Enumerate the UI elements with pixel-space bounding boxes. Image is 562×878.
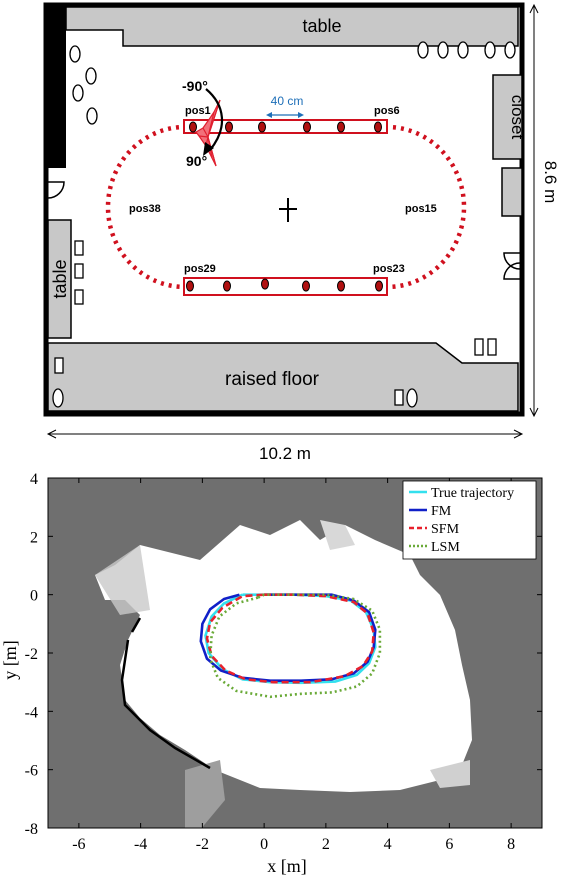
x-tick-label: 4	[384, 836, 392, 853]
pos29-label: pos29	[184, 263, 216, 275]
position-labels: pos1 pos6 pos15 pos23 pos29 pos38	[129, 105, 437, 275]
y-tick-label: 4	[30, 471, 38, 488]
free-space-region	[95, 520, 472, 792]
pos1-label: pos1	[185, 105, 211, 117]
series-line-sfm	[205, 593, 376, 684]
occupancy-map	[95, 520, 472, 828]
grey-patch-1	[95, 545, 150, 615]
doors	[47, 181, 521, 280]
width-dimension	[46, 429, 524, 439]
chairs-left	[74, 240, 84, 305]
pos6-label: pos6	[374, 105, 400, 117]
legend-label: True trajectory	[431, 486, 514, 501]
raised-floor-chairs	[52, 338, 497, 408]
legend-label: SFM	[431, 522, 460, 537]
rail-bottom	[183, 277, 388, 296]
y-tick-label: -8	[25, 821, 38, 838]
markers-top	[189, 121, 382, 133]
x-tick-label: 2	[322, 836, 330, 853]
y-tick-label: -6	[25, 763, 38, 780]
pos23-label: pos23	[373, 263, 405, 275]
markers-bottom	[186, 278, 383, 292]
pos15-label: pos15	[405, 203, 437, 215]
height-dimension	[529, 3, 539, 418]
x-tick-label: 0	[260, 836, 268, 853]
y-tick-label: 0	[30, 588, 38, 605]
legend-label: LSM	[431, 540, 460, 555]
height-dim-label: 8.6 m	[541, 161, 560, 204]
closet-right-label: closet	[508, 95, 527, 140]
map-plot: -6 -4 -2 0 2 4 6 8 4 2 0 -2 -4 -6 -8 x [m] y [m] True …	[0, 471, 543, 876]
x-tick-label: -4	[134, 836, 147, 853]
spacing-arrow	[266, 112, 304, 118]
table-left-label: table	[50, 259, 70, 298]
x-tick-label: 8	[507, 836, 515, 853]
grey-patch-2	[320, 520, 355, 550]
angle-pos90: 90°	[186, 153, 207, 169]
table-top	[65, 6, 519, 47]
legend-label: FM	[431, 504, 452, 519]
closet-right	[492, 74, 523, 160]
chairs-top	[69, 41, 516, 125]
y-tick-label: -4	[25, 704, 38, 721]
grey-patch-3	[430, 760, 470, 788]
grey-patch-4	[185, 760, 225, 828]
table-left	[47, 219, 72, 339]
rail-top	[183, 119, 388, 134]
floor-plan: closet table closet table	[43, 2, 560, 463]
center-cross	[279, 198, 297, 222]
left-thick-wall	[46, 5, 66, 168]
axis-ticks: -6 -4 -2 0 2 4 6 8 4 2 0 -2 -4 -6 -8	[25, 471, 542, 853]
width-dim-label: 10.2 m	[259, 444, 311, 463]
table-top-label: table	[302, 16, 341, 36]
x-axis-label: x [m]	[267, 856, 307, 876]
x-tick-label: -6	[72, 836, 85, 853]
pos38-label: pos38	[129, 203, 161, 215]
raised-floor-label: raised floor	[225, 369, 320, 390]
angle-neg90: -90°	[182, 78, 208, 94]
y-tick-label: 2	[30, 529, 38, 546]
orientation-fan	[195, 88, 224, 167]
trajectory-lines	[199, 593, 382, 699]
cabinet-right	[501, 167, 523, 217]
x-tick-label: 6	[445, 836, 453, 853]
y-tick-label: -2	[25, 646, 38, 663]
spacing-label: 40 cm	[271, 94, 304, 108]
map-boundary	[120, 617, 211, 770]
y-axis-label: y [m]	[0, 640, 20, 680]
x-tick-label: -2	[196, 836, 209, 853]
